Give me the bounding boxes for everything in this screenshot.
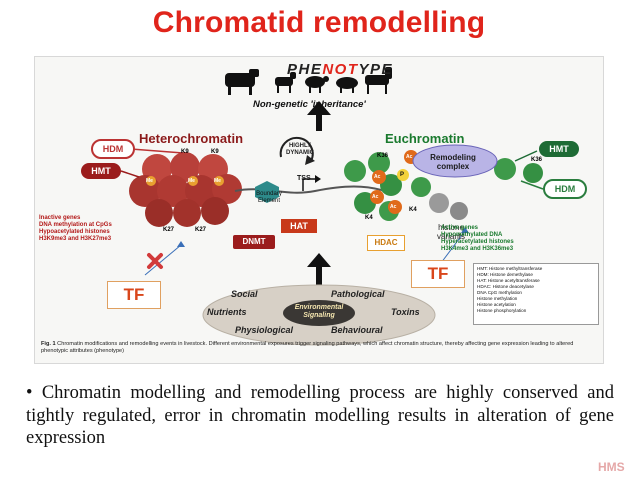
- environment-core: [283, 300, 355, 326]
- env-social: Social: [231, 289, 258, 299]
- hdac-label: HDAC: [367, 235, 405, 251]
- inactive-genes-text: Inactive genes DNA methylation at CpGs H…: [39, 215, 112, 242]
- remodeling-complex-oval: [412, 144, 498, 178]
- mark-me-2: Me: [188, 178, 195, 184]
- dnmt-label: DNMT: [233, 235, 275, 249]
- hmt-right-label: HMT: [539, 141, 579, 157]
- tss-label: TSS: [297, 175, 311, 182]
- hat-label: HAT: [281, 219, 317, 233]
- phosphorylation-mark: [397, 169, 409, 181]
- mark-k36-right: K36: [531, 157, 543, 163]
- phenotype-label: PHENOTYPE: [287, 61, 394, 78]
- mark-k4-right: K4: [409, 207, 417, 213]
- hdm-left-label: HDM: [91, 139, 135, 159]
- remodeling-complex-label: Remodeling complex: [430, 153, 476, 171]
- hdm-right-label: HDM: [543, 179, 587, 199]
- svg-text:HMS: HMS: [598, 460, 625, 474]
- figure-graphics: [120, 67, 544, 346]
- mark-ac-4: Ac: [390, 204, 397, 210]
- environment-arrow: [307, 253, 331, 285]
- env-physiological: Physiological: [235, 325, 294, 335]
- mark-k4-left: K4: [365, 215, 373, 221]
- env-pathological: Pathological: [331, 289, 385, 299]
- bullet-marker: •: [26, 383, 33, 403]
- goat-icon: [275, 72, 296, 93]
- env-toxins: Toxins: [391, 307, 420, 317]
- horse-icon: [365, 67, 392, 94]
- euchromatin-nucleosomes: [344, 152, 543, 221]
- non-genetic-inheritance-label: Non-genetic 'inheritance': [253, 99, 366, 110]
- mark-me-3: Me: [214, 178, 221, 184]
- tf-right-label: TF: [411, 260, 465, 288]
- tf-left-label: TF: [107, 281, 161, 309]
- heterochromatin-nucleosomes: [129, 152, 242, 227]
- mark-k9-left: K9: [181, 149, 189, 155]
- chromatin-figure: PHENOTYPE Non-genetic 'inheritance' Hete…: [34, 56, 604, 364]
- hmt-left-label: HMT: [81, 163, 121, 179]
- cattle-icon: [225, 69, 259, 95]
- slide-title: Chromatid remodelling: [152, 6, 486, 39]
- env-center: Environmental Signaling: [294, 304, 344, 319]
- env-behavioural: Behavioural: [331, 325, 383, 335]
- highly-dynamic-label: HIGHLY DYNAMIC: [286, 143, 314, 156]
- mark-k36-left: K36: [377, 153, 389, 159]
- hms-logo: HMS: [596, 458, 632, 474]
- euchromatin-label: Euchromatin: [385, 131, 465, 146]
- active-genes-text: Active genes Hypomethylated DNA Hyperace…: [441, 225, 514, 252]
- boundary-element-icon: [255, 181, 279, 203]
- boundary-element-label: Boundary Element: [256, 191, 282, 204]
- methylation-marks: [146, 176, 224, 186]
- pig-icon: [336, 77, 358, 93]
- histone-variants-label: histone variants: [436, 223, 465, 241]
- mark-ac-1: Ac: [374, 174, 381, 180]
- mark-ac-2: Ac: [406, 154, 413, 160]
- sheep-icon: [305, 76, 329, 93]
- bullet-text: • Chromatin modelling and remodelling pr…: [26, 383, 614, 448]
- heterochromatin-label: Heterochromatin: [139, 131, 244, 146]
- acetylation-marks: [370, 150, 418, 214]
- mark-k9-right: K9: [211, 149, 219, 155]
- figure-caption: Fig. 1 Chromatin modifications and remod…: [41, 341, 574, 354]
- mark-k27-left: K27: [163, 227, 175, 233]
- env-nutrients: Nutrients: [207, 307, 247, 317]
- phenotype-arrow: [307, 101, 331, 131]
- mark-me-1: Me: [146, 178, 153, 184]
- mark-p: P: [400, 172, 405, 178]
- figure-legend: HMT: Histone methyltransferase HDM: Hist…: [473, 263, 599, 325]
- blocked-x-icon: [147, 253, 163, 269]
- mark-ac-3: Ac: [372, 194, 379, 200]
- mark-k27-right: K27: [195, 227, 207, 233]
